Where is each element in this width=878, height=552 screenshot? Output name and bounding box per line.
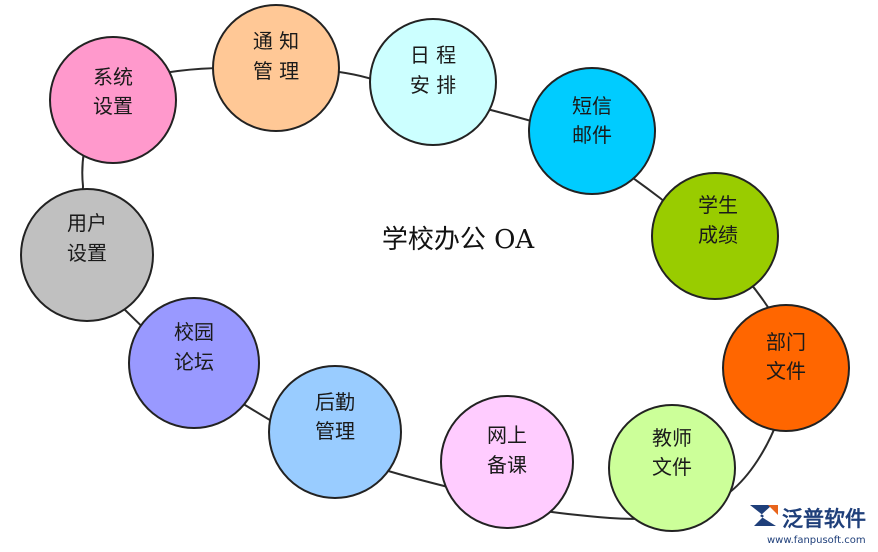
node-label-line1: 网上: [487, 423, 527, 447]
node-label-line2: 设置: [67, 241, 107, 265]
node-system-settings[interactable]: 系统 设置: [49, 36, 177, 164]
node-user-settings[interactable]: 用户 设置: [20, 188, 154, 322]
node-circle: [608, 404, 736, 532]
node-label-line1: 部门: [766, 330, 806, 354]
brand-name: 泛普软件: [782, 507, 866, 531]
node-label-line2: 管理: [315, 419, 355, 443]
node-label-line1: 日 程: [410, 43, 456, 67]
node-sms-mail[interactable]: 短信 邮件: [528, 67, 656, 195]
node-label-line1: 短信: [572, 94, 612, 118]
node-label-line1: 通 知: [253, 29, 299, 53]
center-title: 学校办公 OA: [382, 225, 536, 255]
node-circle: [369, 18, 497, 146]
node-label-line1: 学生: [698, 193, 738, 217]
node-circle: [528, 67, 656, 195]
node-circle: [212, 4, 340, 132]
node-label-line1: 后勤: [315, 390, 355, 414]
node-circle: [268, 365, 402, 499]
node-circle: [651, 172, 779, 300]
node-label-line2: 管 理: [253, 59, 299, 83]
node-label-line1: 系统: [93, 65, 133, 89]
node-teacher-files[interactable]: 教师 文件: [608, 404, 736, 532]
node-circle: [440, 395, 574, 529]
node-student-grades[interactable]: 学生 成绩: [651, 172, 779, 300]
node-label-line1: 教师: [652, 426, 692, 450]
node-label-line2: 备课: [487, 453, 527, 477]
brand-url: www.fanpusoft.com: [767, 535, 866, 546]
node-label-line2: 文件: [652, 455, 692, 479]
node-department-files[interactable]: 部门 文件: [722, 304, 850, 432]
node-circle: [20, 188, 154, 322]
node-label-line1: 校园: [174, 320, 214, 344]
node-label-line2: 论坛: [174, 350, 214, 374]
node-notice-management[interactable]: 通 知 管 理: [212, 4, 340, 132]
brand-watermark: 泛普软件 www.fanpusoft.com: [750, 505, 866, 546]
node-label-line2: 成绩: [698, 223, 738, 247]
node-circle: [49, 36, 177, 164]
node-label-line2: 安 排: [410, 73, 456, 97]
node-logistics-management[interactable]: 后勤 管理: [268, 365, 402, 499]
node-campus-forum[interactable]: 校园 论坛: [128, 297, 260, 429]
node-online-lesson-prep[interactable]: 网上 备课: [440, 395, 574, 529]
node-label-line1: 用户: [67, 211, 107, 235]
node-label-line2: 设置: [93, 94, 133, 118]
fanpu-logo-icon: [750, 505, 778, 526]
node-circle: [128, 297, 260, 429]
node-label-line2: 邮件: [572, 123, 612, 147]
node-schedule[interactable]: 日 程 安 排: [369, 18, 497, 146]
node-circle: [722, 304, 850, 432]
node-label-line2: 文件: [766, 359, 806, 383]
